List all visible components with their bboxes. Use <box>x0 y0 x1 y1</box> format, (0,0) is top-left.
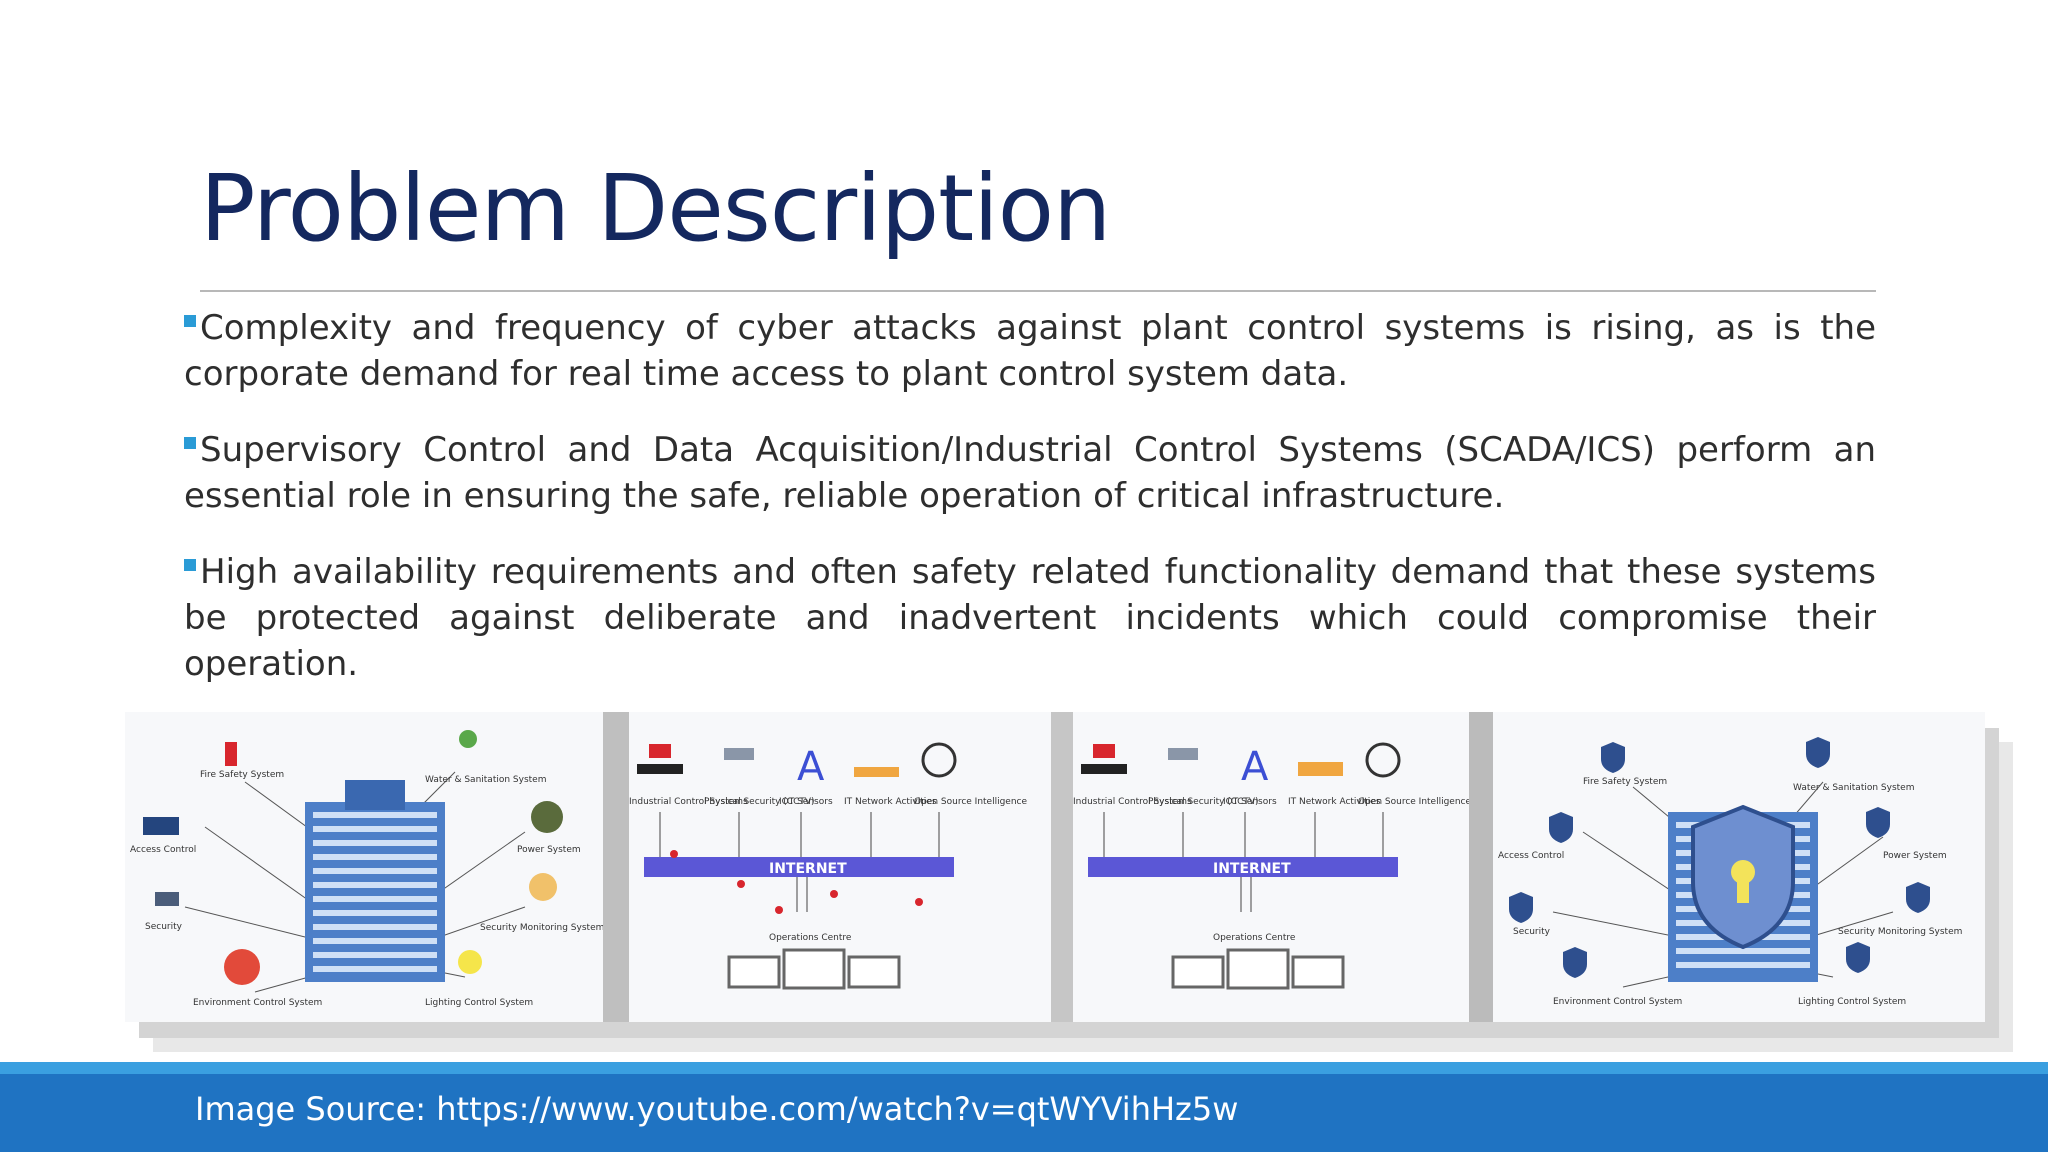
secured-building-diagram: Fire Safety System Water & Sanitation Sy… <box>1498 737 1962 1007</box>
bullet-marker <box>184 315 196 327</box>
iot-sensor-icon: A <box>797 744 825 790</box>
label-ops-centre: Operations Centre <box>1213 933 1296 943</box>
osint-icon <box>1365 742 1401 778</box>
mini-shield-icons <box>1509 737 1930 978</box>
label-ops-centre: Operations Centre <box>769 933 852 943</box>
internet-bar <box>1088 857 1398 877</box>
camera-icon <box>155 892 179 906</box>
label-monitoring: Security Monitoring System <box>480 923 603 933</box>
cctv-icon <box>1168 748 1198 760</box>
label-lighting: Lighting Control System <box>1798 997 1906 1007</box>
label-ics: Industrial Control Systems <box>629 797 748 807</box>
guard-icon <box>529 873 557 901</box>
label-it: IT Network Activities <box>1288 797 1381 807</box>
bullet-marker <box>184 559 196 571</box>
monitor-icon <box>1226 948 1290 990</box>
ics-icon <box>1093 744 1115 758</box>
label-ics: Industrial Control Systems <box>1073 797 1192 807</box>
bulb-icon <box>458 950 482 974</box>
label-access-control: Access Control <box>130 845 196 855</box>
label-osint: Open Source Intelligence <box>914 797 1027 807</box>
bullet-text: High availability requirements and often… <box>184 552 1876 684</box>
building-icon <box>305 780 445 982</box>
network-attack-diagram: A Industrial Control Systems Physical Se… <box>629 742 1027 990</box>
water-drop-icon <box>459 730 477 748</box>
label-osint: Open Source Intelligence <box>1358 797 1469 807</box>
image-source-caption: Image Source: https://www.youtube.com/wa… <box>195 1090 1239 1128</box>
label-power: Power System <box>1883 851 1947 861</box>
label-environment: Environment Control System <box>1553 997 1682 1007</box>
label-fire-safety: Fire Safety System <box>200 770 284 780</box>
it-network-icon <box>1298 762 1343 776</box>
label-internet: INTERNET <box>769 861 847 877</box>
building-systems-panel: Fire Safety System Water & Sanitation Sy… <box>125 712 603 1022</box>
building-systems-diagram: Fire Safety System Water & Sanitation Sy… <box>130 730 603 1008</box>
internet-bar <box>644 857 954 877</box>
iot-sensor-icon: A <box>1241 744 1269 790</box>
label-cctv: Physical Security (CCTV) <box>704 797 815 807</box>
monitor-icon <box>1291 955 1345 989</box>
label-cctv: Physical Security (CCTV) <box>1148 797 1259 807</box>
label-water: Water & Sanitation System <box>425 775 546 785</box>
monitor-icon <box>1171 955 1225 989</box>
ics-icon <box>649 744 671 758</box>
label-it: IT Network Activities <box>844 797 937 807</box>
network-secure-panel: A Industrial Control Systems Physical Se… <box>1051 712 1469 1022</box>
bullet-marker <box>184 437 196 449</box>
it-network-icon <box>854 767 899 777</box>
monitor-icon <box>847 955 901 989</box>
label-security: Security <box>145 922 183 932</box>
label-internet: INTERNET <box>1213 861 1291 877</box>
label-lighting: Lighting Control System <box>425 998 533 1008</box>
key-card-icon <box>143 817 179 835</box>
label-fire-safety: Fire Safety System <box>1583 777 1667 787</box>
osint-icon <box>921 742 957 778</box>
monitor-icon <box>782 948 846 990</box>
monitor-icon <box>727 955 781 989</box>
label-access-control: Access Control <box>1498 851 1564 861</box>
page-title: Problem Description <box>200 155 1111 262</box>
cctv-icon <box>724 748 754 760</box>
label-iot: IOT Sensors <box>1223 797 1277 807</box>
fan-icon <box>224 949 260 985</box>
label-water: Water & Sanitation System <box>1793 783 1914 793</box>
label-environment: Environment Control System <box>193 998 322 1008</box>
bullet-text: Complexity and frequency of cyber attack… <box>184 308 1876 394</box>
bullet-list: Complexity and frequency of cyber attack… <box>184 305 1876 717</box>
secured-building-panel: Fire Safety System Water & Sanitation Sy… <box>1469 712 1985 1022</box>
network-secure-diagram: A Industrial Control Systems Physical Se… <box>1073 742 1469 990</box>
bullet-item: High availability requirements and often… <box>184 549 1876 687</box>
label-monitoring: Security Monitoring System <box>1838 927 1962 937</box>
power-gauge-icon <box>531 801 563 833</box>
footer-band <box>0 1062 2048 1152</box>
label-iot: IOT Sensors <box>779 797 833 807</box>
label-power: Power System <box>517 845 581 855</box>
fire-extinguisher-icon <box>225 742 237 766</box>
label-security: Security <box>1513 927 1551 937</box>
bullet-text: Supervisory Control and Data Acquisition… <box>184 430 1876 516</box>
bullet-item: Supervisory Control and Data Acquisition… <box>184 427 1876 519</box>
title-divider <box>200 290 1876 292</box>
network-attack-panel: A Industrial Control Systems Physical Se… <box>603 712 1051 1022</box>
bullet-item: Complexity and frequency of cyber attack… <box>184 305 1876 397</box>
illustration-strip: Fire Safety System Water & Sanitation Sy… <box>125 712 1985 1022</box>
